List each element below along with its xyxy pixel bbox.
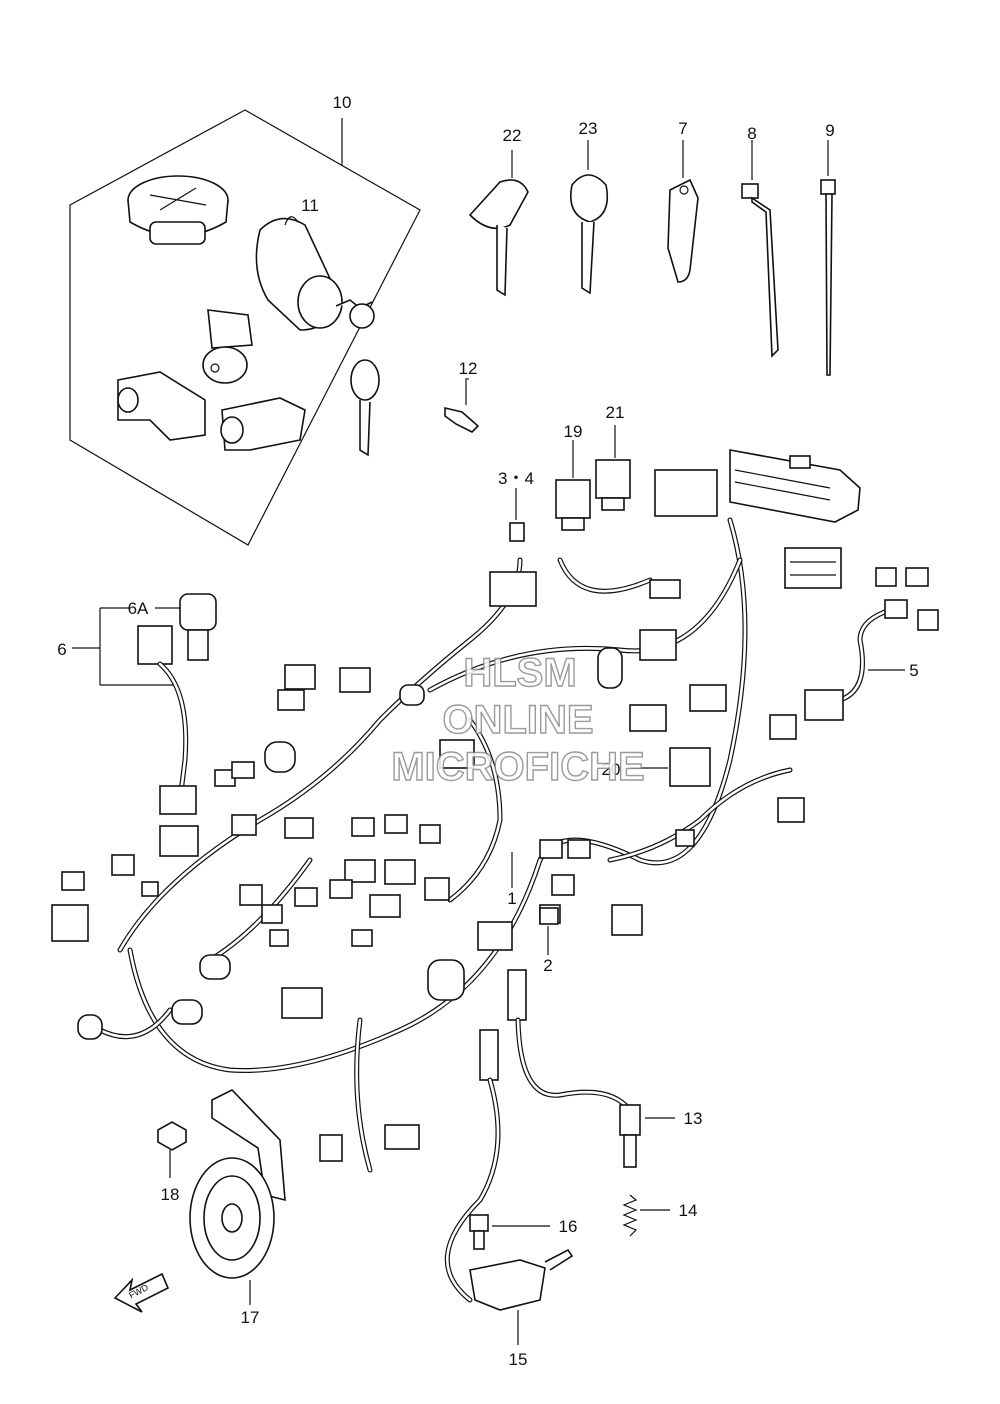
key-blank-22	[468, 150, 529, 297]
bolt-16	[469, 1214, 550, 1250]
fuse-3-4	[509, 488, 525, 542]
label-6a: 6A	[128, 599, 149, 618]
relay-21	[595, 425, 631, 511]
connector-6a	[179, 593, 217, 661]
sub-harness-6	[137, 625, 197, 815]
main-wiring-harness	[97, 517, 793, 1173]
label-5: 5	[909, 661, 918, 680]
ignition-switch	[255, 216, 380, 457]
harness-connectors	[51, 629, 805, 1162]
sub-harness-5	[804, 567, 939, 721]
label-19: 19	[564, 422, 583, 441]
switch-13	[507, 969, 675, 1168]
label-1: 1	[507, 889, 516, 908]
forward-arrow-icon	[113, 1272, 170, 1313]
coupler-top	[489, 469, 718, 607]
relay-20	[630, 747, 711, 787]
ecu-connector	[729, 449, 861, 523]
label-3-4: 3・4	[498, 469, 534, 488]
label-23: 23	[579, 119, 598, 138]
label-10: 10	[333, 93, 352, 112]
watermark-line3: MICROFICHE	[391, 745, 644, 789]
helmet-lock-left	[117, 371, 206, 441]
spring-14	[622, 1194, 670, 1237]
clamp-7	[667, 140, 699, 283]
label-13: 13	[684, 1109, 703, 1128]
bolt-12	[444, 378, 480, 433]
label-16: 16	[559, 1217, 578, 1236]
label-21: 21	[606, 403, 625, 422]
label-6: 6	[57, 640, 66, 659]
label-20: 20	[602, 760, 621, 779]
bracket-6	[72, 607, 180, 686]
label-12: 12	[459, 359, 478, 378]
label-18: 18	[161, 1185, 180, 1204]
label-22: 22	[503, 126, 522, 145]
watermark-line1: HLSM	[463, 651, 576, 695]
watermark: HLSM ONLINE MICROFICHE	[391, 650, 646, 789]
switch-15	[444, 1029, 574, 1345]
lock-set-box	[69, 109, 421, 546]
relay-19	[555, 440, 591, 531]
label-7: 7	[678, 119, 687, 138]
label-8: 8	[747, 124, 756, 143]
cable-tie-9	[820, 140, 836, 376]
connector-block-right	[784, 547, 842, 589]
label-9: 9	[825, 121, 834, 140]
label-17: 17	[241, 1308, 260, 1327]
connector-2	[539, 907, 559, 952]
seat-lock	[202, 309, 253, 384]
horn-17	[189, 1089, 286, 1305]
cable-tie-8	[741, 140, 779, 358]
helmet-lock-right	[220, 397, 306, 451]
fuel-cap-lock	[127, 175, 229, 245]
label-14: 14	[679, 1201, 698, 1220]
label-2: 2	[543, 956, 552, 975]
key-blank-23	[570, 140, 609, 295]
label-11: 11	[301, 196, 319, 215]
label-15: 15	[509, 1350, 528, 1369]
bolt-18	[157, 1121, 187, 1178]
watermark-line2: ONLINE	[442, 698, 593, 742]
